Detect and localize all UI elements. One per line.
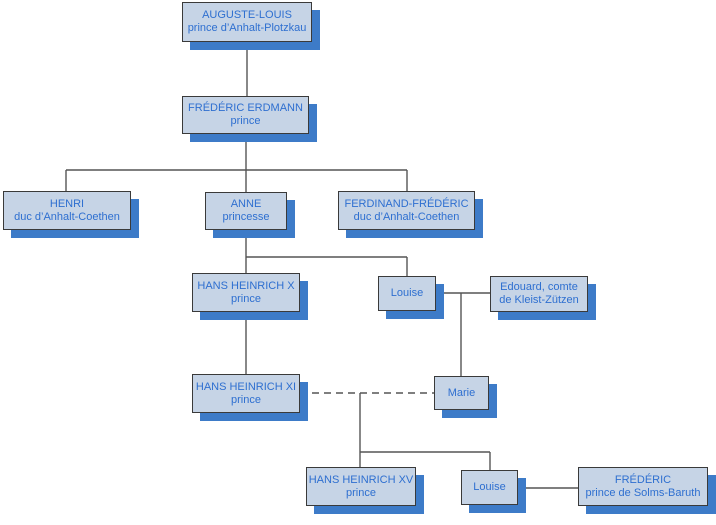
node-name: HANS HEINRICH XV: [308, 473, 414, 486]
node-name: Edouard, comte: [500, 281, 578, 293]
node-title: prince de Solms-Baruth: [585, 486, 701, 499]
node-name: AUGUSTE-LOUIS: [202, 9, 292, 21]
node-marie[interactable]: Marie: [434, 376, 489, 410]
node-title: prince: [230, 115, 261, 127]
node-name: Louise: [473, 481, 506, 493]
node-title: prince: [346, 486, 376, 499]
node-louise-1[interactable]: Louise: [378, 276, 436, 311]
node-title: duc d’Anhalt-Coethen: [353, 210, 460, 223]
node-title: de Kleist-Zützen: [499, 294, 579, 306]
node-louise-2[interactable]: Louise: [461, 470, 518, 505]
node-name: Louise: [390, 287, 424, 299]
node-name: HENRI: [49, 197, 85, 210]
node-title: prince d’Anhalt-Plotzkau: [187, 22, 307, 34]
node-name: FRÉDÉRIC ERDMANN: [188, 102, 303, 114]
node-title: princesse: [222, 211, 270, 223]
node-title: prince: [231, 292, 261, 305]
node-name: HANS HEINRICH XI: [195, 380, 297, 393]
node-title: duc d’Anhalt-Coethen: [14, 210, 120, 223]
node-name: FERDINAND-FRÉDÉRIC: [344, 197, 469, 210]
node-name: HANS HEINRICH X: [197, 279, 295, 292]
node-name: Marie: [447, 386, 476, 399]
node-name: FRÉDÉRIC: [614, 473, 672, 486]
node-title: prince: [231, 393, 261, 406]
node-name: ANNE: [230, 198, 262, 210]
